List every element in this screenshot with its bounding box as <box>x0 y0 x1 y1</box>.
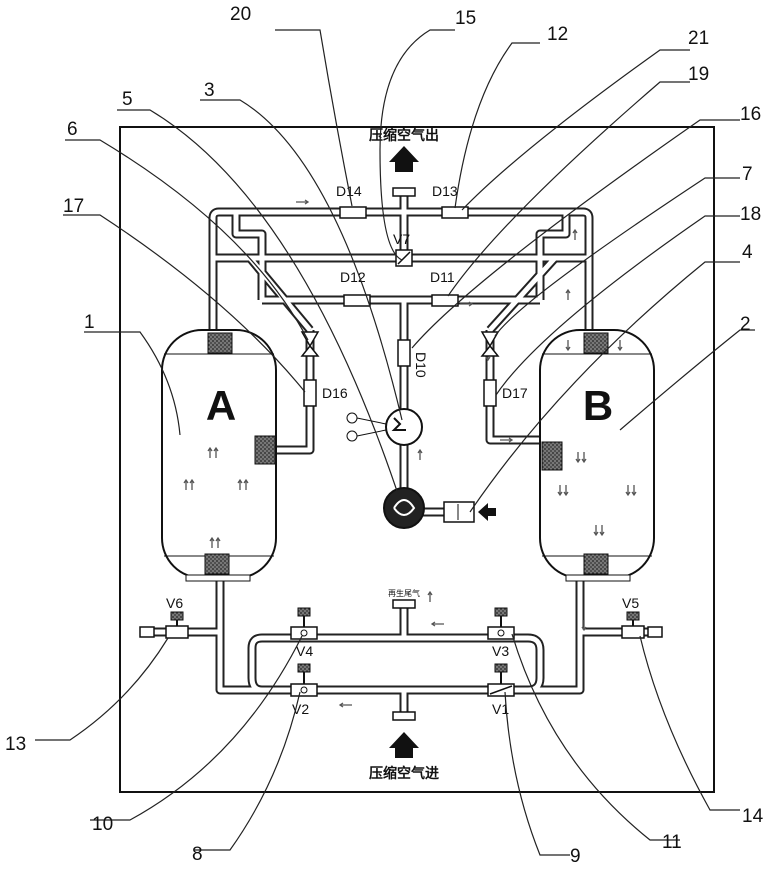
component-d11: D11 <box>430 269 459 307</box>
callout-10: 10 <box>92 814 113 835</box>
tank-b: B <box>539 329 655 582</box>
svg-text:V6: V6 <box>166 595 183 611</box>
component-d17: D17 <box>483 379 528 407</box>
tank-b-label: B <box>583 382 613 429</box>
callout-11: 11 <box>662 832 682 853</box>
arrow-left-icon <box>478 503 496 521</box>
callout-14: 14 <box>742 806 764 827</box>
blower <box>383 487 425 529</box>
valve-v7: V7 <box>393 231 413 267</box>
callout-21: 21 <box>688 28 709 49</box>
callout-13: 13 <box>5 734 26 755</box>
component-d12: D12 <box>340 269 371 307</box>
heater <box>346 408 423 446</box>
check-valve-right <box>480 331 500 357</box>
component-d10: D10 <box>397 339 429 378</box>
check-valve-left <box>300 331 320 357</box>
svg-text:D10: D10 <box>413 352 429 378</box>
callout-18: 18 <box>740 204 761 225</box>
leader-lines <box>35 29 755 856</box>
valve-v2: V2 <box>290 663 318 717</box>
svg-text:V1: V1 <box>492 701 509 717</box>
regen-exhaust-label: 再生尾气 <box>388 588 420 598</box>
inlet-label: 压缩空气进 <box>369 765 439 781</box>
callout-4: 4 <box>742 242 753 263</box>
callout-3: 3 <box>204 80 215 101</box>
arrow-in-icon <box>389 732 419 758</box>
callout-9: 9 <box>570 846 581 867</box>
svg-text:D16: D16 <box>322 385 348 401</box>
callout-numbers: 20 15 12 21 19 16 7 18 4 2 5 3 6 17 1 13… <box>5 4 764 867</box>
callout-20: 20 <box>230 4 251 25</box>
svg-text:V3: V3 <box>492 643 509 659</box>
svg-text:V4: V4 <box>296 643 313 659</box>
callout-7: 7 <box>742 164 753 185</box>
valve-v1: V1 <box>487 663 515 717</box>
frame <box>119 126 715 793</box>
callout-19: 19 <box>688 64 709 85</box>
svg-text:V7: V7 <box>393 231 410 247</box>
callout-8: 8 <box>192 844 203 865</box>
svg-text:D12: D12 <box>340 269 366 285</box>
callout-16: 16 <box>740 104 761 125</box>
svg-text:D17: D17 <box>502 385 528 401</box>
component-d16: D16 <box>303 379 348 407</box>
blower-filter <box>443 501 475 523</box>
callout-6: 6 <box>67 119 78 140</box>
callout-12: 12 <box>547 24 568 45</box>
valve-v6: V6 <box>165 595 189 639</box>
svg-text:D13: D13 <box>432 183 458 199</box>
svg-text:V5: V5 <box>622 595 639 611</box>
callout-17: 17 <box>63 196 84 217</box>
callout-2: 2 <box>740 314 751 335</box>
arrow-out-icon <box>389 146 419 172</box>
pipe-stubs <box>139 187 663 721</box>
tank-a-label: A <box>206 382 236 429</box>
flow-arrows <box>183 199 637 708</box>
valve-v3: V3 <box>487 607 515 659</box>
outlet-label: 压缩空气出 <box>369 127 439 143</box>
tank-a: A <box>161 329 277 582</box>
svg-text:D11: D11 <box>430 269 455 285</box>
callout-15: 15 <box>455 8 476 29</box>
callout-5: 5 <box>122 89 133 110</box>
callout-1: 1 <box>84 312 95 333</box>
valve-v4: V4 <box>290 607 318 659</box>
valve-v5: V5 <box>621 595 645 639</box>
